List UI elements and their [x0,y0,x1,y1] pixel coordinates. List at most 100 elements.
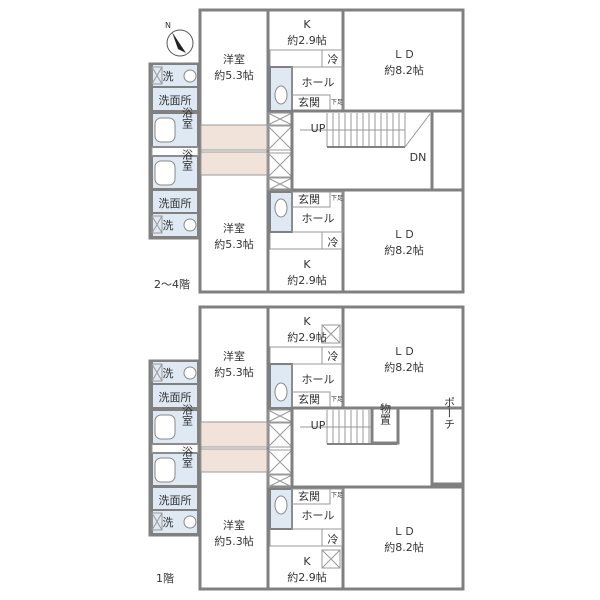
vent-upper-frame [321,324,341,344]
kitchen-label: K [303,315,311,328]
shaft [267,152,293,178]
western-room-size: 約5.3帖 [214,68,254,82]
vent-upper-cross [321,324,341,344]
western-room-label: 洋室 [223,221,245,235]
entrance-label: 玄関 [298,95,320,109]
shaft [267,474,293,488]
stairs-up-label: UP [311,122,326,135]
ld-lower [341,188,465,294]
shaft [267,125,293,151]
entrance-label: 玄関 [298,489,320,503]
window-upper-frame [151,363,163,382]
shaft-cross [267,112,293,126]
window-lower-frame [151,215,163,234]
window-lower [151,512,163,531]
stair-wall [327,146,405,148]
window-lower-cross [151,215,163,234]
washroom-upper [151,86,199,112]
window-lower-cross [151,512,163,531]
shaft [267,409,293,423]
bathtub-icon [154,160,176,186]
wet-divider [151,443,199,454]
fridge-label: 冷 [328,53,339,66]
kitchen-label: K [303,555,311,568]
window-upper [151,66,163,85]
entrance-lower [291,191,331,208]
kitchen-size: 約2.9帖 [287,33,327,47]
washroom-label: 洗面所 [159,94,192,107]
window-upper [151,363,163,382]
stairs-down-label: DN [410,151,427,164]
window-lower [151,215,163,234]
entrance-label: 玄関 [298,392,320,406]
vent-lower-frame [321,549,341,569]
north-label: N [165,21,171,30]
western-room-size: 約5.3帖 [214,237,254,251]
floor-2-4: UPDN洋室約5.3帖K約2.9帖ＬＤ約8.2帖ホール玄関下足冷洗洗面所浴室洋室… [148,8,465,294]
entrance-lower [291,488,331,505]
staircase [300,410,397,445]
ld-label: ＬＤ [393,48,415,61]
porch [430,406,465,486]
ld-upper [341,8,465,113]
western-rooms [198,305,270,591]
hall-label: ホール [302,76,335,89]
western-rooms [198,8,270,294]
shaft-cross [267,152,293,178]
entrance-label: 玄関 [298,192,320,206]
washer-label: 洗 [163,70,174,83]
kitchen-size: 約2.9帖 [287,273,327,287]
staircase [300,113,431,148]
western-room-size: 約5.3帖 [214,365,254,379]
kitchen-label: K [303,18,311,31]
washer-label: 洗 [163,516,174,529]
window-upper-frame [151,66,163,85]
window-lower-frame [151,512,163,531]
stair-hall [290,406,434,489]
ld-size: 約8.2帖 [384,360,424,374]
wet-divider [151,146,199,157]
shaft-cross [267,177,293,191]
ld-label: ＬＤ [393,228,415,241]
floor-label: 2～4階 [154,277,190,291]
ld-label: ＬＤ [393,345,415,358]
washer-label: 洗 [163,367,174,380]
washroom-label: 洗面所 [159,494,192,507]
washing-machine-icon [183,366,197,380]
closet-lower [200,448,268,473]
bath-label: 浴室 [181,107,194,129]
bathtub-icon [154,414,176,440]
shaft [267,177,293,191]
fridge-label: 冷 [328,533,339,546]
storage-room [370,406,400,445]
vent-lower-cross [321,549,341,569]
window-upper-cross [151,66,163,85]
washroom-upper [151,383,199,409]
hall-label: ホール [302,212,335,225]
ld-lower [341,485,465,591]
toilet-icon [274,382,288,402]
shaft-cross [267,474,293,488]
hall-label: ホール [302,509,335,522]
bath-label: 浴室 [181,404,194,426]
stair-down-line [404,113,431,148]
washing-machine-icon [183,515,197,529]
closet-upper [200,421,268,448]
vent-lower [321,549,341,569]
stair-wall [327,443,397,445]
shoe-area-label: 下足 [331,195,343,202]
bath-label: 浴室 [181,446,194,468]
closet-lower [200,151,268,176]
stair-hall [290,109,434,192]
toilet-icon [274,85,288,105]
toilet-icon [274,495,288,515]
washing-machine-icon [183,218,197,232]
bathtub-icon [154,117,176,143]
shaft-cross [267,449,293,475]
washroom-label: 洗面所 [159,197,192,210]
ld-size: 約8.2帖 [384,63,424,77]
floor-1: UP物置ポーチ洋室約5.3帖K約2.9帖ＬＤ約8.2帖ホール玄関下足冷洗洗面所浴… [148,305,465,591]
ld-label: ＬＤ [393,525,415,538]
shaft-cross [267,422,293,448]
